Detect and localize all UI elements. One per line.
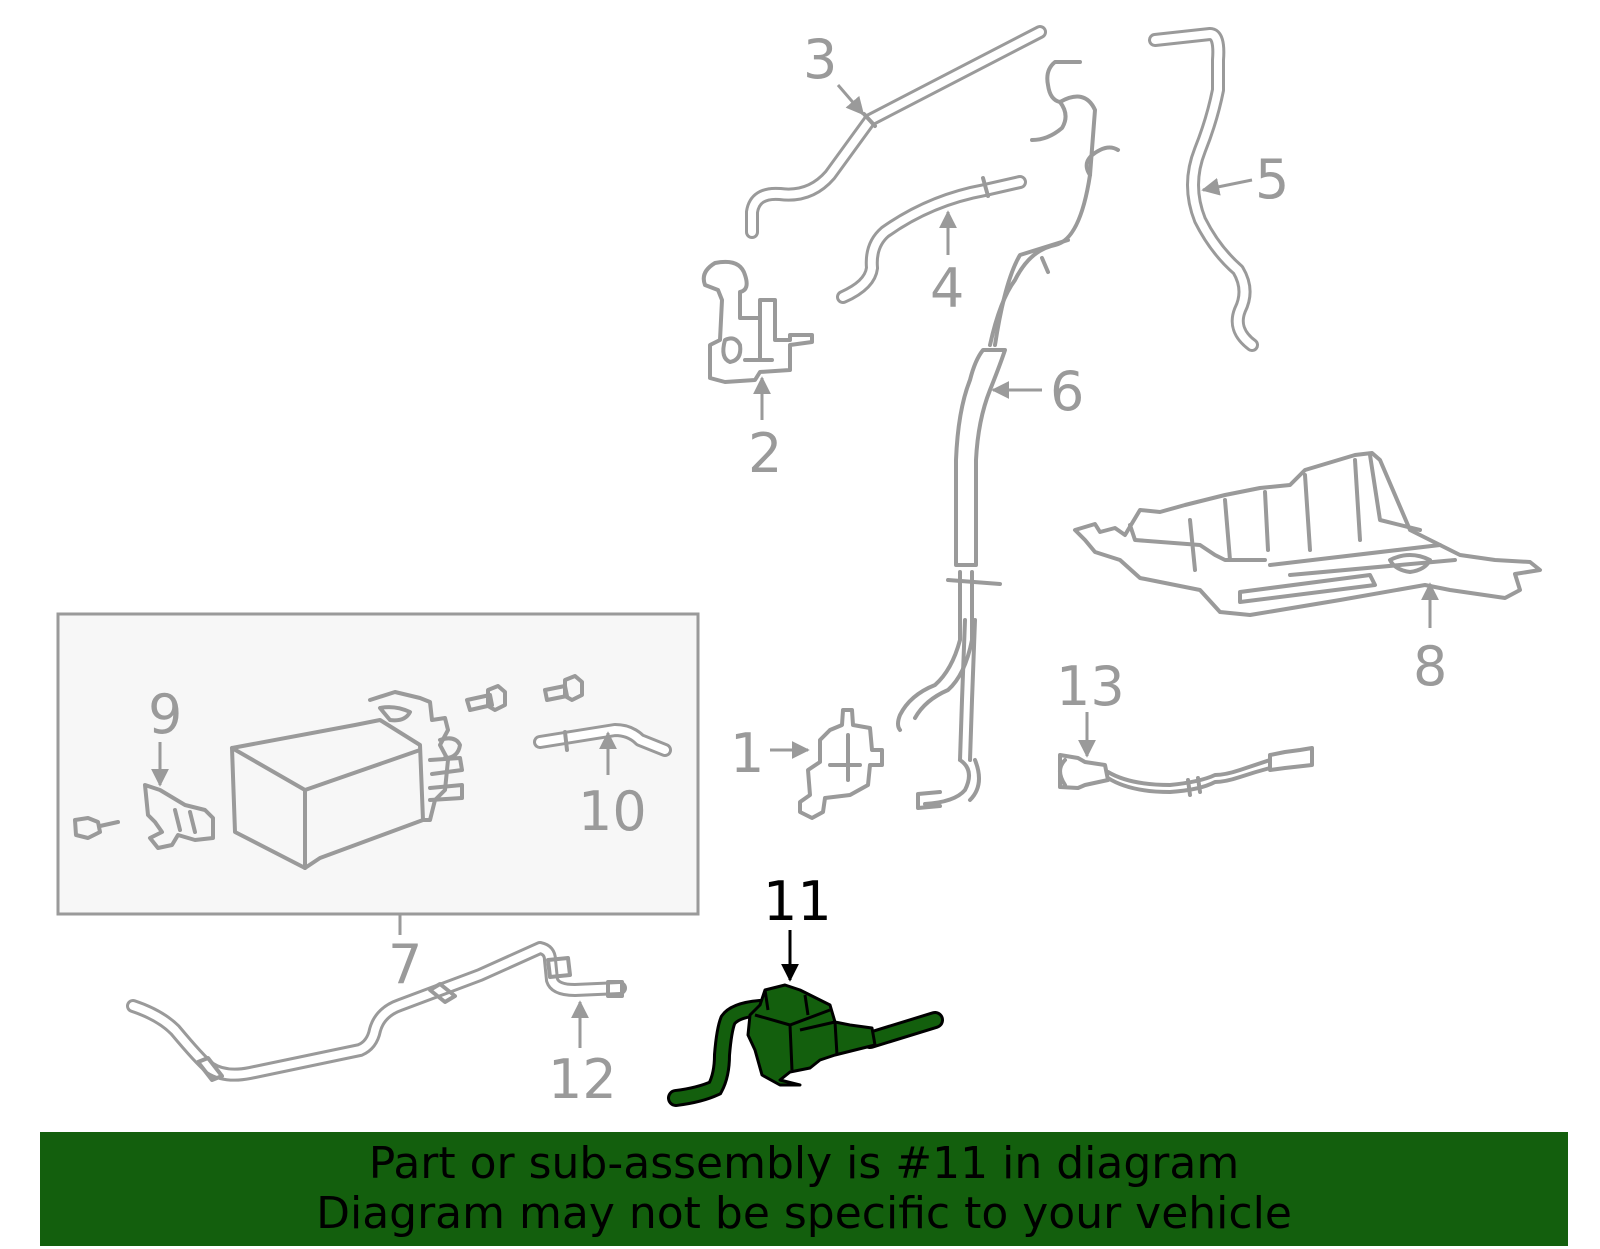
callout-6: 6 — [1050, 360, 1084, 423]
callout-9: 9 — [148, 683, 182, 746]
part-12-line — [126, 941, 627, 1082]
callout-12: 12 — [548, 1048, 617, 1111]
part-2-valve — [701, 259, 814, 384]
part-1-valve — [798, 708, 884, 820]
part-3-hose — [745, 25, 1047, 239]
part-9-bracket — [73, 783, 215, 850]
part-11-vacuum-valve-highlighted — [667, 983, 944, 1107]
part-5-hose — [1148, 27, 1259, 352]
part-13-sensor — [1058, 746, 1314, 797]
part-7-canister — [230, 690, 464, 870]
info-banner: Part or sub-assembly is #11 in diagram D… — [40, 1132, 1568, 1246]
callout-3: 3 — [803, 28, 837, 91]
part-10-hose — [533, 723, 672, 757]
callout-7: 7 — [388, 933, 422, 996]
assembly-box-7 — [56, 612, 700, 935]
callout-13: 13 — [1056, 655, 1125, 718]
part-8-shield — [1073, 451, 1542, 617]
callout-1: 1 — [730, 722, 764, 785]
leader-lines — [151, 84, 1439, 1048]
banner-line-2: Diagram may not be specific to your vehi… — [316, 1188, 1292, 1239]
callout-2: 2 — [748, 422, 782, 485]
callout-5: 5 — [1255, 148, 1289, 211]
callout-11-highlighted: 11 — [763, 870, 832, 933]
banner-line-1: Part or sub-assembly is #11 in diagram — [368, 1138, 1240, 1189]
callout-8: 8 — [1413, 635, 1447, 698]
callout-4: 4 — [930, 257, 964, 320]
part-6-hose — [896, 60, 1120, 810]
part-4-hose — [836, 175, 1027, 304]
callout-10: 10 — [578, 780, 647, 843]
part-7-bolts — [465, 674, 584, 712]
